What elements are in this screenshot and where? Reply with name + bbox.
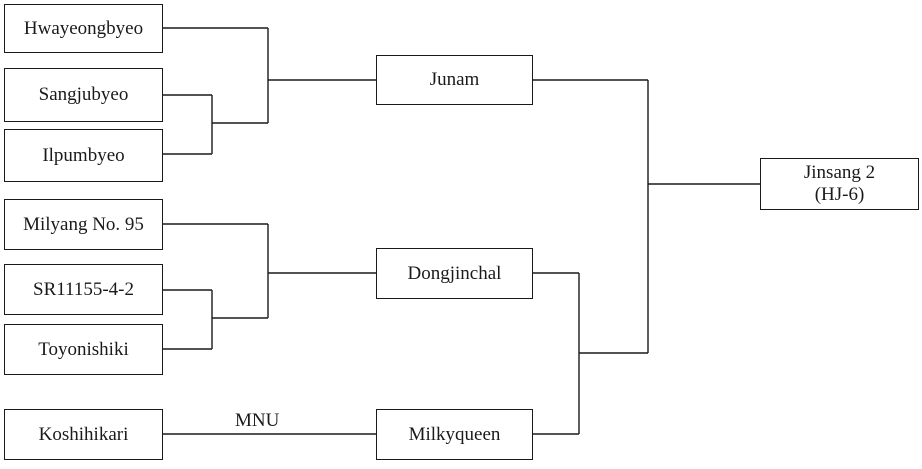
node-sr11155-4-2: SR11155-4-2 [4,264,163,315]
node-label: Dongjinchal [407,262,502,284]
node-toyonishiki: Toyonishiki [4,324,163,375]
node-label: Junam [429,69,480,90]
node-junam: Junam [376,55,533,105]
node-milkyqueen: Milkyqueen [376,409,533,460]
node-hwayeongbyeo: Hwayeongbyeo [4,4,163,53]
node-koshihikari: Koshihikari [4,409,163,460]
node-jinsang-2: Jinsang 2 (HJ-6) [760,158,919,210]
node-label-line-1: Jinsang 2 [803,162,876,183]
node-label: Toyonishiki [38,338,129,360]
node-label: Sangjubyeo [38,84,129,105]
node-label: Koshihikari [38,423,129,445]
node-label: SR11155-4-2 [33,278,134,300]
node-label: Hwayeongbyeo [23,17,144,39]
node-sangjubyeo: Sangjubyeo [4,68,163,122]
node-milyang-no-95: Milyang No. 95 [4,199,163,250]
node-label-line-2: (HJ-6) [814,184,865,205]
node-label: Milkyqueen [408,423,501,445]
node-label: Ilpumbyeo [42,144,125,166]
node-ilpumbyeo: Ilpumbyeo [4,129,163,182]
edge-label-mnu: MNU [235,410,280,431]
node-dongjinchal: Dongjinchal [376,248,533,299]
node-label: Milyang No. 95 [23,213,144,235]
